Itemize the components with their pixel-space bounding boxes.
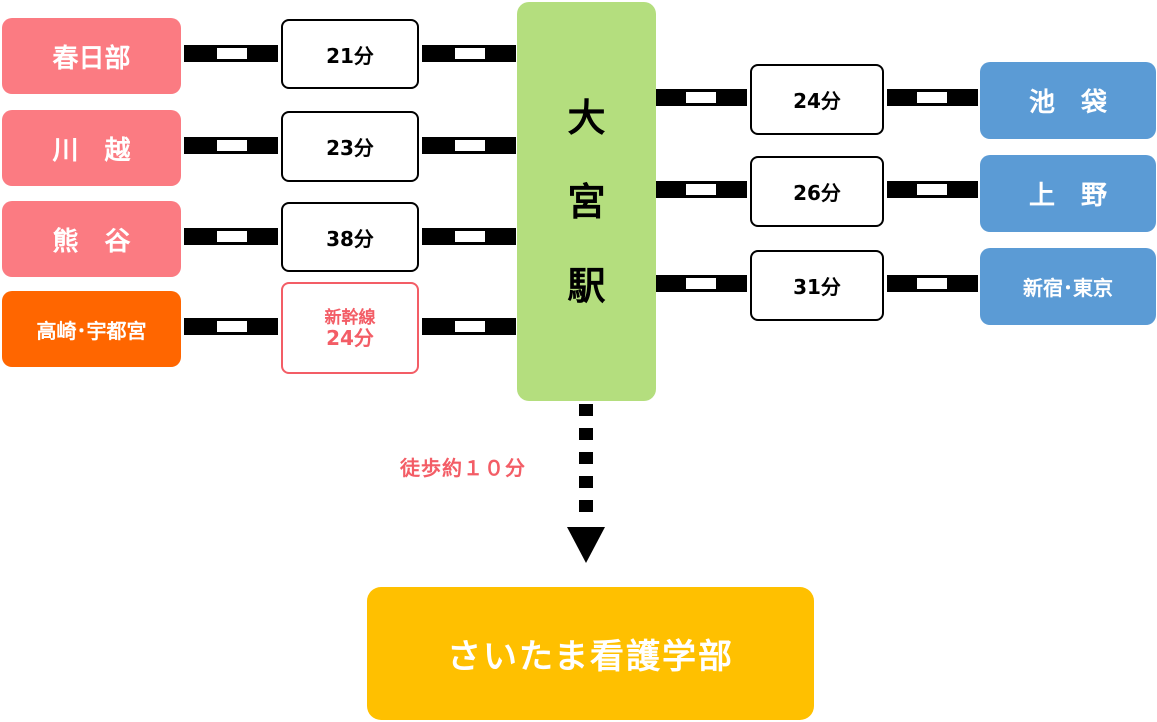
destination-campus: さいたま看護学部 (367, 587, 814, 720)
rail-track (656, 275, 747, 292)
station-shinjuku-tokyo: 新宿･東京 (980, 248, 1156, 325)
rail-track (184, 228, 278, 245)
time-shinkansen: 新幹線 24分 (281, 282, 419, 374)
hub-char: 宮 (567, 179, 606, 224)
rail-track (887, 181, 978, 198)
rail-track (656, 181, 747, 198)
rail-track (422, 228, 516, 245)
rail-track (422, 45, 516, 62)
rail-track (422, 137, 516, 154)
time-kumagaya: 38分 (281, 202, 419, 272)
hub-char: 大 (567, 95, 606, 140)
station-kasukabe: 春日部 (2, 18, 181, 94)
time-ueno: 26分 (750, 156, 884, 227)
rail-track (656, 89, 747, 106)
station-kumagaya: 熊 谷 (2, 201, 181, 277)
omiya-station-hub: 大 宮 駅 (517, 2, 656, 401)
rail-track (184, 45, 278, 62)
time-kasukabe: 21分 (281, 19, 419, 89)
station-ueno: 上 野 (980, 155, 1156, 232)
time-ikebukuro: 24分 (750, 64, 884, 135)
rail-track (184, 318, 278, 335)
time-kawagoe: 23分 (281, 111, 419, 182)
arrow-down-icon (567, 527, 605, 563)
shinkansen-label: 新幹線 (324, 308, 376, 328)
rail-track (887, 89, 978, 106)
rail-track (422, 318, 516, 335)
station-takasaki-utsunomiya: 高崎･宇都宮 (2, 291, 181, 367)
time-shinjuku-tokyo: 31分 (750, 250, 884, 321)
walk-label: 徒歩約１０分 (400, 456, 526, 480)
rail-track (184, 137, 278, 154)
station-kawagoe: 川 越 (2, 110, 181, 186)
shinkansen-time: 24分 (326, 326, 374, 350)
walk-dotted-line (579, 404, 593, 522)
station-ikebukuro: 池 袋 (980, 62, 1156, 139)
hub-char: 駅 (567, 263, 606, 308)
rail-track (887, 275, 978, 292)
